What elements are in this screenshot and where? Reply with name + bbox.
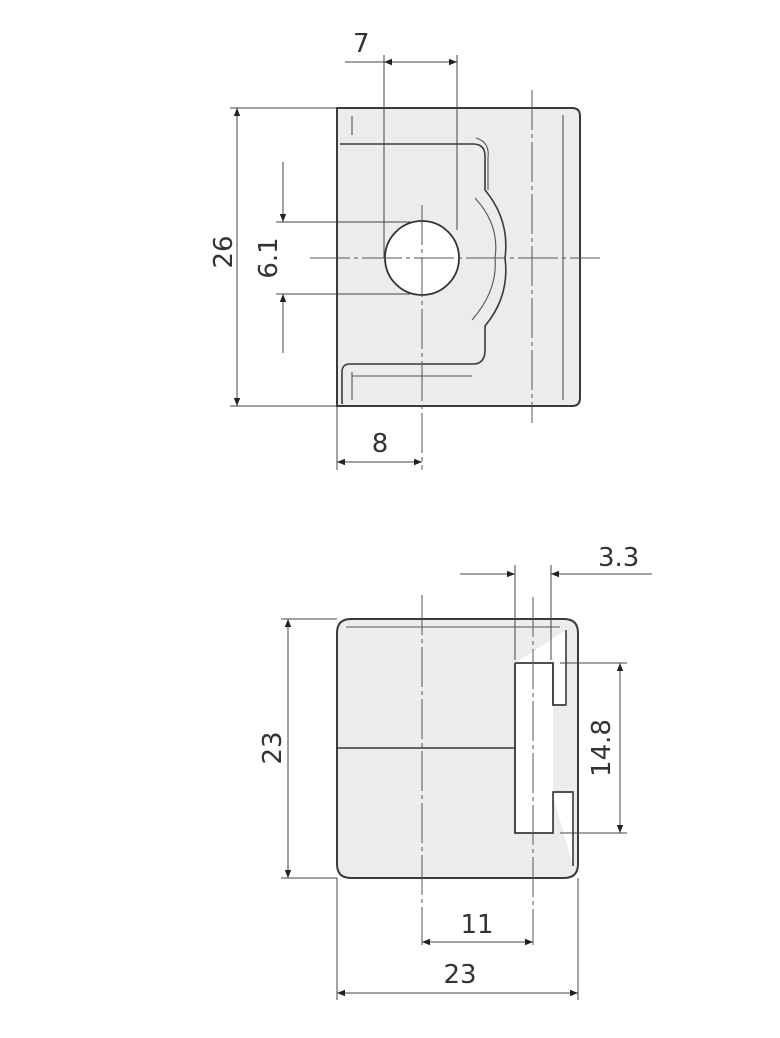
dim-23v-label: 23 [258,731,288,764]
bottom-view: 3.3 14.8 23 11 23 [258,543,652,1000]
dim-6.1-label: 6.1 [254,237,284,278]
top-slot-outline [340,143,507,404]
dim-3.3-label: 3.3 [598,543,639,573]
bottom-slot-edge [514,662,573,834]
dim-11-label: 11 [460,910,493,940]
dim-8-label: 8 [372,429,389,459]
top-view: 7 26 6.1 8 [209,29,600,470]
dim-7-label: 7 [353,29,370,59]
dim-14.8-label: 14.8 [587,719,617,777]
dim-23h-label: 23 [443,960,476,990]
dim-26-label: 26 [209,235,239,268]
top-slot-edge [475,137,489,190]
